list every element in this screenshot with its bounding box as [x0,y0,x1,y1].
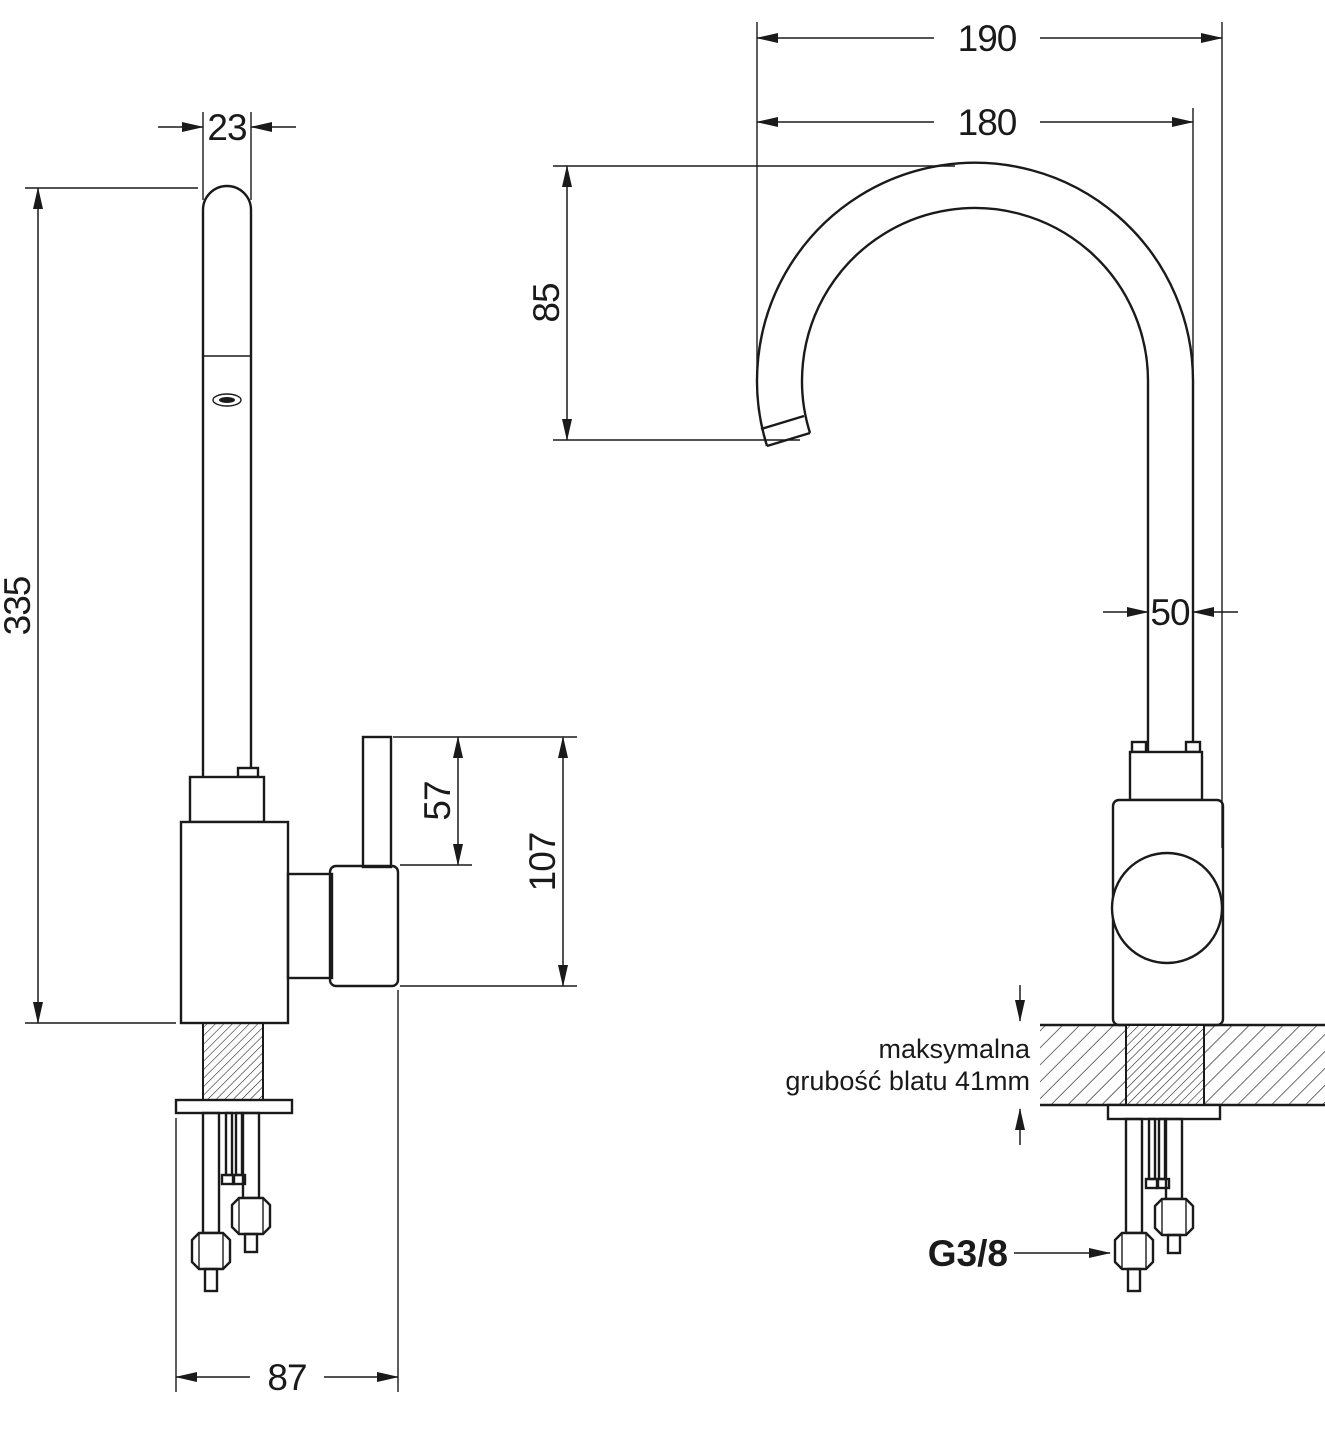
front-spout-pipe [201,184,253,777]
front-faucet-outline [174,184,400,1115]
dim-label-87: 87 [267,1357,306,1398]
countertop: maksymalna grubość blatu 41mm [785,985,1325,1145]
side-view: maksymalna grubość blatu 41mm [526,18,1325,1293]
dim-label-180: 180 [958,102,1017,143]
aerator-outline [212,393,242,407]
side-collar-notch-right [1184,740,1202,754]
dimension-handle-height: 107 [400,736,577,987]
front-body [179,820,290,1025]
thread-callout: G3/8 [928,1233,1111,1274]
side-collar-notch-left [1130,740,1148,754]
dim-label-23: 23 [207,107,246,148]
front-collar-notch [236,766,260,779]
dimension-spout-pipe-width: 23 [158,107,296,200]
front-collar [188,775,266,824]
side-handle-knob [1110,851,1224,965]
dimension-overall-reach: 190 [756,18,1223,848]
countertop-note-line1: maksymalna [878,1034,1031,1064]
side-threaded-shank [1125,1024,1205,1106]
front-hose-left-tail [203,1267,219,1293]
side-stud-right-nut [1156,1177,1171,1190]
front-threaded-shank [202,1022,264,1104]
dim-label-85: 85 [526,283,567,323]
dim-label-335: 335 [0,576,38,635]
front-stud-right-nut [232,1173,247,1186]
dimension-spout-reach: 180 [756,102,1194,368]
front-hex-nut-right [230,1196,272,1236]
side-faucet-body [1110,740,1225,1027]
dimension-total-height: 335 [0,187,198,1024]
dim-label-57: 57 [417,781,458,820]
dim-label-190: 190 [958,18,1017,59]
aerator-icon [219,397,235,403]
front-handle-block [328,864,400,988]
thread-size-label: G3/8 [928,1233,1008,1274]
side-spout-aerator-band [760,414,805,431]
front-hex-nut-left [190,1231,232,1271]
side-spout-outer [755,161,1195,752]
dimension-spout-height: 85 [526,165,955,441]
front-base-flange [174,1098,294,1115]
countertop-note-line2: grubość blatu 41mm [785,1066,1030,1096]
front-view: 23 335 57 107 87 [0,107,577,1398]
side-hose-left-tail [1126,1267,1142,1293]
side-locknut [1106,1103,1222,1121]
side-hose-right-tail [1166,1233,1182,1255]
front-handle-mount [286,872,334,980]
dimension-lever-height: 57 [393,736,577,866]
side-hex-nut-left [1113,1231,1155,1271]
dim-label-107: 107 [522,833,563,892]
dimension-base-width: 87 [175,990,399,1398]
dim-label-50: 50 [1150,592,1190,633]
front-mounting-hardware [190,1111,272,1293]
front-hose-right-tail [243,1232,259,1254]
side-spout [755,161,1195,752]
side-hex-nut-right [1153,1197,1195,1237]
dimension-body-depth: 50 [1103,592,1238,633]
side-mounting-hardware [1113,1117,1195,1293]
side-lever [1128,750,1204,802]
side-spout-inner [800,206,1150,752]
